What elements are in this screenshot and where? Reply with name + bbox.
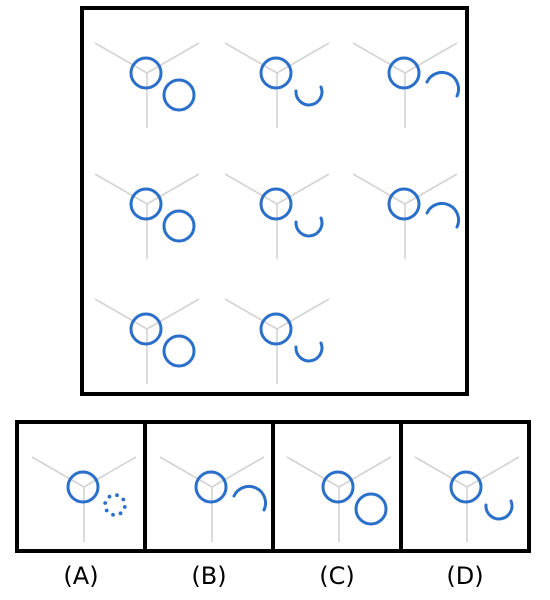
main-circle: [259, 56, 293, 90]
main-circle: [66, 470, 100, 504]
guide-line-right: [404, 173, 458, 205]
option-c-figure: [286, 456, 392, 542]
puzzle-cell-1-1: [94, 42, 200, 128]
option-b-figure: [159, 456, 268, 542]
guide-line-left: [352, 42, 406, 74]
top-arc: [425, 201, 461, 229]
top-arc: [425, 70, 461, 98]
ring-dot: [122, 505, 127, 509]
ring-dot: [103, 501, 108, 505]
main-circle: [387, 187, 421, 221]
second-circle: [354, 492, 388, 526]
guide-line-left: [224, 173, 278, 205]
option-c-label: (C): [319, 562, 355, 590]
guide-line-right: [276, 42, 330, 74]
second-circle: [162, 334, 196, 368]
bottom-arc: [294, 85, 324, 107]
main-circle: [129, 312, 163, 346]
main-circle: [194, 470, 228, 504]
puzzle-cell-3-1: [94, 298, 200, 384]
main-circle: [259, 312, 293, 346]
guide-line-right: [146, 173, 200, 205]
option-b-label: (B): [191, 562, 227, 590]
main-circle: [321, 470, 355, 504]
option-a-label: (A): [63, 562, 99, 590]
puzzle-cell-1-2: [224, 42, 330, 128]
guide-line-left: [94, 173, 148, 205]
puzzle-cell-3-2: [224, 298, 330, 384]
puzzle-cell-2-3: [352, 173, 461, 259]
main-circle: [129, 56, 163, 90]
puzzle-cell-1-3: [352, 42, 461, 128]
guide-line-right: [276, 173, 330, 205]
guide-line-right: [146, 298, 200, 330]
guide-line-left: [159, 456, 213, 488]
option-d-label: (D): [446, 562, 484, 590]
second-circle: [162, 78, 196, 112]
ring-dot: [115, 493, 119, 498]
guide-line-left: [94, 298, 148, 330]
ring-dot: [104, 508, 109, 513]
guide-line-right: [146, 42, 200, 74]
guide-line-right: [83, 456, 137, 488]
guide-line-right: [211, 456, 265, 488]
bottom-arc: [484, 499, 514, 521]
main-circle: [387, 56, 421, 90]
option-d-figure: [414, 456, 520, 542]
guide-line-left: [31, 456, 85, 488]
main-circle: [259, 187, 293, 221]
guide-line-right: [276, 298, 330, 330]
main-circle: [129, 187, 163, 221]
second-circle: [162, 209, 196, 243]
guide-line-right: [466, 456, 520, 488]
guide-line-left: [352, 173, 406, 205]
bottom-arc: [294, 341, 324, 363]
main-circle: [449, 470, 483, 504]
bottom-arc: [294, 216, 324, 238]
guide-line-left: [224, 298, 278, 330]
ring-dot: [121, 497, 126, 502]
top-arc: [232, 484, 268, 512]
puzzle-cell-2-1: [94, 173, 200, 259]
ring-dot: [118, 511, 123, 516]
puzzle-cell-2-2: [224, 173, 330, 259]
option-a-box[interactable]: [15, 420, 147, 553]
ring-dot: [111, 512, 115, 517]
guide-line-right: [338, 456, 392, 488]
guide-line-left: [224, 42, 278, 74]
ring-dot: [107, 494, 112, 499]
guide-line-left: [94, 42, 148, 74]
guide-line-right: [404, 42, 458, 74]
guide-line-left: [414, 456, 468, 488]
guide-line-left: [286, 456, 340, 488]
option-a-figure: [31, 456, 137, 542]
